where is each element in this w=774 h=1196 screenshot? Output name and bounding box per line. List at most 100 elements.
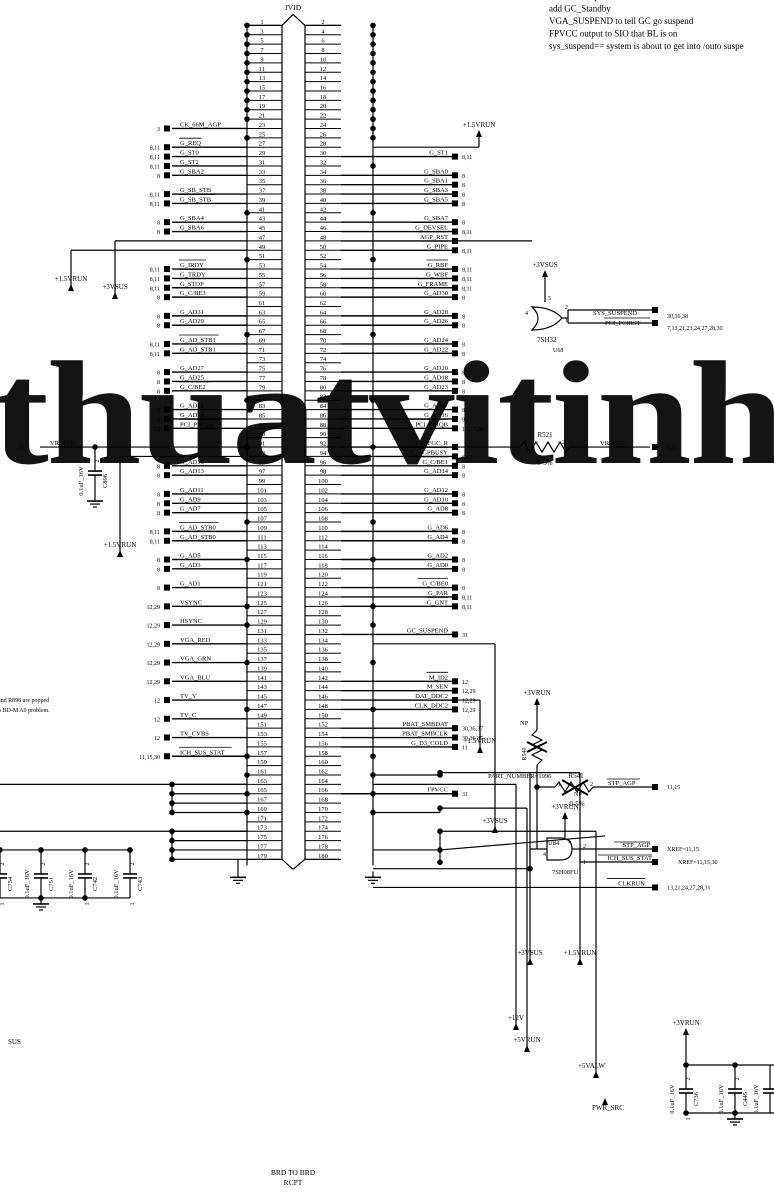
pin-number: 107 [257,516,268,523]
right-pin: 52 [305,253,341,261]
left-pin: 159 [247,759,282,767]
net-name: G_RBF [428,262,449,269]
power-rail: +1.5VRUN [104,456,136,557]
net-name: G_SB_STB [180,187,212,194]
pin-number: 75 [259,366,266,373]
pin-number: 142 [318,675,328,682]
xref: 12 [154,717,160,723]
pin-number: 10 [320,56,327,63]
net-name: G_AD31 [180,309,204,316]
xref: 12,29 [147,680,161,686]
pin-number: 11 [259,66,265,73]
power-arrow-icon [534,698,540,705]
net-name: G_PAR [428,590,449,597]
pin-number: 128 [318,609,328,616]
pin-number: 180 [318,853,328,860]
right-pin: 12 [305,66,341,73]
note-line: add GC_Suspend [549,0,612,1]
offpage-marker [452,378,458,385]
left-pin: 73 [247,356,282,364]
revision-notes: add GC_Suspendadd GC_StandbyVGA_SUSPEND … [549,0,744,51]
left-pin-column: 1357911131517192123CK_66M_AGP32527G_REQ8… [139,19,282,884]
junction-dot [683,1110,689,1116]
pin-number: 71 [259,347,266,354]
xref: 11 [462,745,468,751]
net-name: G_AD18 [424,374,448,381]
pin-number: 161 [257,769,267,776]
capacitor-ref: C896 [102,473,109,488]
net-name: G_SBA2 [180,168,204,175]
left-pin: 177 [247,843,282,851]
xref: 11,15,30 [139,755,160,761]
offpage-marker [164,322,170,329]
net-name: G_AD5 [180,552,201,559]
xref: 8 [462,193,465,199]
pin-number: 56 [320,272,327,279]
net-name: G_C/BE3 [180,290,206,297]
pin-number: 89 [259,431,266,438]
left-pin: 5 [247,38,282,45]
net-name: PCI_PIRQB [415,421,448,428]
pin-number: 24 [320,122,327,129]
xref: 8 [462,530,465,536]
left-pin: 13 [247,75,282,83]
offpage-marker [164,162,170,169]
pin-number: 140 [318,665,328,672]
left-pin: 167 [247,797,282,804]
pin-number: 6 [321,38,325,45]
right-pin: 176 [305,834,341,842]
pin-number: 14 [320,75,327,82]
pin-number: 77 [259,375,266,382]
right-pin: 160 [305,759,341,767]
offpage-marker [164,753,170,760]
net-name: G_FRAME [418,281,448,288]
offpage-marker [452,284,458,291]
left-pin: 93 [247,450,282,457]
offpage-marker [452,275,458,282]
junction-dot [169,781,175,788]
xref: 8 [157,408,160,414]
right-pin: 130 [305,619,341,626]
xref: 8 [462,380,465,386]
resistor-ref: R521 [537,431,553,439]
net-name: G_ST2 [180,159,199,166]
power-arrow-icon [542,270,548,277]
resistor-icon [519,440,571,454]
pin-number: 135 [257,647,267,654]
pin-number: 25 [259,131,266,138]
offpage-marker [164,369,170,376]
net-name: G_C/BE1 [422,459,448,466]
pin-number: 104 [318,497,329,504]
pin-number: 115 [257,553,267,560]
pin-number: 129 [257,619,267,626]
power-rail: +1.5VRUN [464,700,496,753]
xref: 8,11 [462,277,472,283]
xref: 8 [157,417,160,423]
xref: 8 [157,567,160,573]
left-pin: 173 [247,825,282,832]
net-name: G_AD29 [180,318,204,325]
offpage-marker [452,219,458,226]
net-name: G_AD30 [424,290,448,297]
offpage-marker [452,453,458,460]
pin-number: 43 [259,216,266,223]
